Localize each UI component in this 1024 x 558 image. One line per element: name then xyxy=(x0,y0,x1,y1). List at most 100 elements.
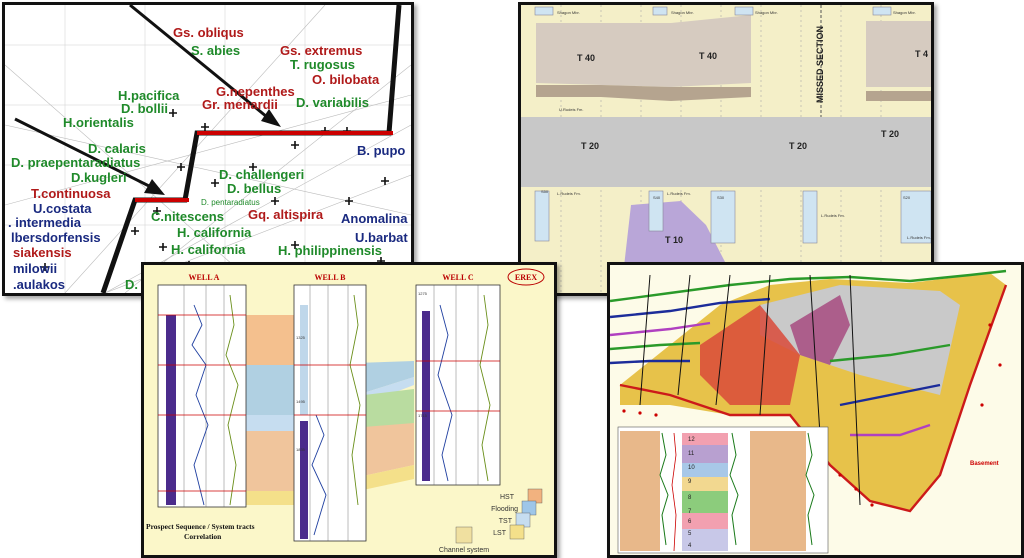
well-log-gridlines xyxy=(183,285,479,541)
taxon-label: lbersdorfensis xyxy=(11,230,101,245)
depth-1: 1325 xyxy=(296,335,306,340)
taxon-label: D. praepentaradiatus xyxy=(11,155,140,170)
taxon-label: D.kugleri xyxy=(71,170,127,185)
seismic-traces xyxy=(620,431,815,552)
sequence-markers xyxy=(158,314,500,492)
horizon-number: 9 xyxy=(688,479,692,485)
fm-label-3: L.Rudeis Fm. xyxy=(667,191,691,196)
purple-wedge xyxy=(790,295,850,365)
legend-flooding: Flooding xyxy=(491,506,518,513)
legend-tst: TST xyxy=(499,518,513,525)
unit-label-t10: T 10 xyxy=(665,235,683,245)
log-curves xyxy=(191,294,491,536)
taxon-label: O. bilobata xyxy=(312,72,380,87)
taxon-label: D. challengeri xyxy=(219,167,304,182)
lithology-column-c xyxy=(422,311,430,481)
taxon-label: S. abies xyxy=(191,43,240,58)
basement-label: Basement xyxy=(970,461,999,467)
taxon-label: Gs. extremus xyxy=(280,43,362,58)
horizon-number: 7 xyxy=(688,509,692,515)
horizon-number: 8 xyxy=(688,495,692,501)
taxon-label: H.orientalis xyxy=(63,115,134,130)
horizon-number: 10 xyxy=(688,465,695,471)
unit-label-t40-b: T 40 xyxy=(699,51,717,61)
taxon-label: Gr. menardii xyxy=(202,97,278,112)
taxon-label: U.costata xyxy=(33,201,92,216)
fm-label-1: U.Rudeis Fm. xyxy=(559,107,583,112)
thin-band xyxy=(536,85,751,101)
correlation-line xyxy=(100,5,402,293)
lithology-column-a xyxy=(166,315,176,505)
code-2: S40 xyxy=(653,195,661,200)
erex-logo-text: EREX xyxy=(515,273,537,282)
caption-line-1: Prospect Sequence / System tracts xyxy=(146,522,255,531)
taxon-label: G.nepenthes xyxy=(216,84,295,99)
depth-3: 1835 xyxy=(296,447,306,452)
taxon-label: siakensis xyxy=(13,245,72,260)
fm-label-5: L.Rudeis Fm. xyxy=(907,235,931,240)
well-b-title: WELL B xyxy=(315,273,347,282)
unit-label-t20-c: T 20 xyxy=(881,129,899,139)
arrows xyxy=(14,5,281,195)
horizon-lines xyxy=(610,269,1008,513)
erex-logo xyxy=(507,268,545,286)
code-3: S30 xyxy=(717,195,725,200)
taxon-label: D. variabilis xyxy=(296,95,369,110)
red-wedge xyxy=(700,305,800,405)
top-label-4: Shagon Mbr. xyxy=(893,10,916,15)
well-a-title: WELL A xyxy=(189,273,220,282)
systems-tract-legend: HST Flooding TST LST Channel system xyxy=(439,488,543,554)
band-hst xyxy=(244,315,294,365)
taxon-label: U.barbat xyxy=(355,230,408,245)
taxon-label: H.pacifica xyxy=(118,88,180,103)
code-1: S50 xyxy=(541,189,549,194)
taxon-label: Gs. obliqus xyxy=(173,25,244,40)
taxon-label: Anomalina xyxy=(341,211,408,226)
sky-column-b xyxy=(300,305,308,415)
depth-2: 1495 xyxy=(296,399,306,404)
taxon-label: milowii xyxy=(13,261,57,276)
taxon-label: .aulakos xyxy=(13,277,65,292)
top-label-3: Shagon Mbr. xyxy=(755,10,778,15)
horizon-number: 11 xyxy=(688,451,695,457)
well-c-title: WELL C xyxy=(442,273,474,282)
well-correlation-panel: WELL A WELL B WELL C EREX 1325 1495 1835… xyxy=(141,262,557,558)
unit-t40-left xyxy=(536,15,751,87)
taxon-label: H. california xyxy=(177,225,252,240)
taxon-label: H. philippinensis xyxy=(278,243,382,258)
top-label-1: Shagon Mbr. xyxy=(557,10,580,15)
unit-t20 xyxy=(521,117,931,187)
horizon-number: 6 xyxy=(688,519,692,525)
taxon-label: B. pupo xyxy=(357,143,405,158)
unit-label-t20-a: T 20 xyxy=(581,141,599,151)
taxon-label: D. bellus xyxy=(227,181,281,196)
lithology-column-b xyxy=(300,421,308,539)
depth-5: 1275 xyxy=(418,291,428,296)
taxon-label: T.continuosa xyxy=(31,186,111,201)
depth-4: 1715 xyxy=(418,413,428,418)
taxon-label: . intermedia xyxy=(8,215,82,230)
cross-section-panel: MISSED SECTION T 40 T 40 T 4 T 20 T 20 T… xyxy=(518,2,934,296)
grid xyxy=(5,5,411,293)
ray-lines xyxy=(5,5,411,293)
legend-lst: LST xyxy=(493,530,507,537)
cross-section-diagram: MISSED SECTION T 40 T 40 T 4 T 20 T 20 T… xyxy=(521,5,931,293)
corner-taxon-label: D. xyxy=(125,277,138,292)
taxon-label: D. bollii xyxy=(121,101,168,116)
horizon-number: 5 xyxy=(688,531,692,537)
unit-label-t20-b: T 20 xyxy=(789,141,807,151)
unit-label-t40-a: T 40 xyxy=(577,53,595,63)
top-label-2: Shagon Mbr. xyxy=(671,10,694,15)
fault-lines xyxy=(639,274,861,506)
small-taxon-label: D. pentaradiatus xyxy=(201,198,260,207)
band-channel xyxy=(364,389,414,427)
horizon-number: 4 xyxy=(688,543,692,549)
taxon-label: D. calaris xyxy=(88,141,146,156)
taxon-label: T. rugosus xyxy=(290,57,355,72)
